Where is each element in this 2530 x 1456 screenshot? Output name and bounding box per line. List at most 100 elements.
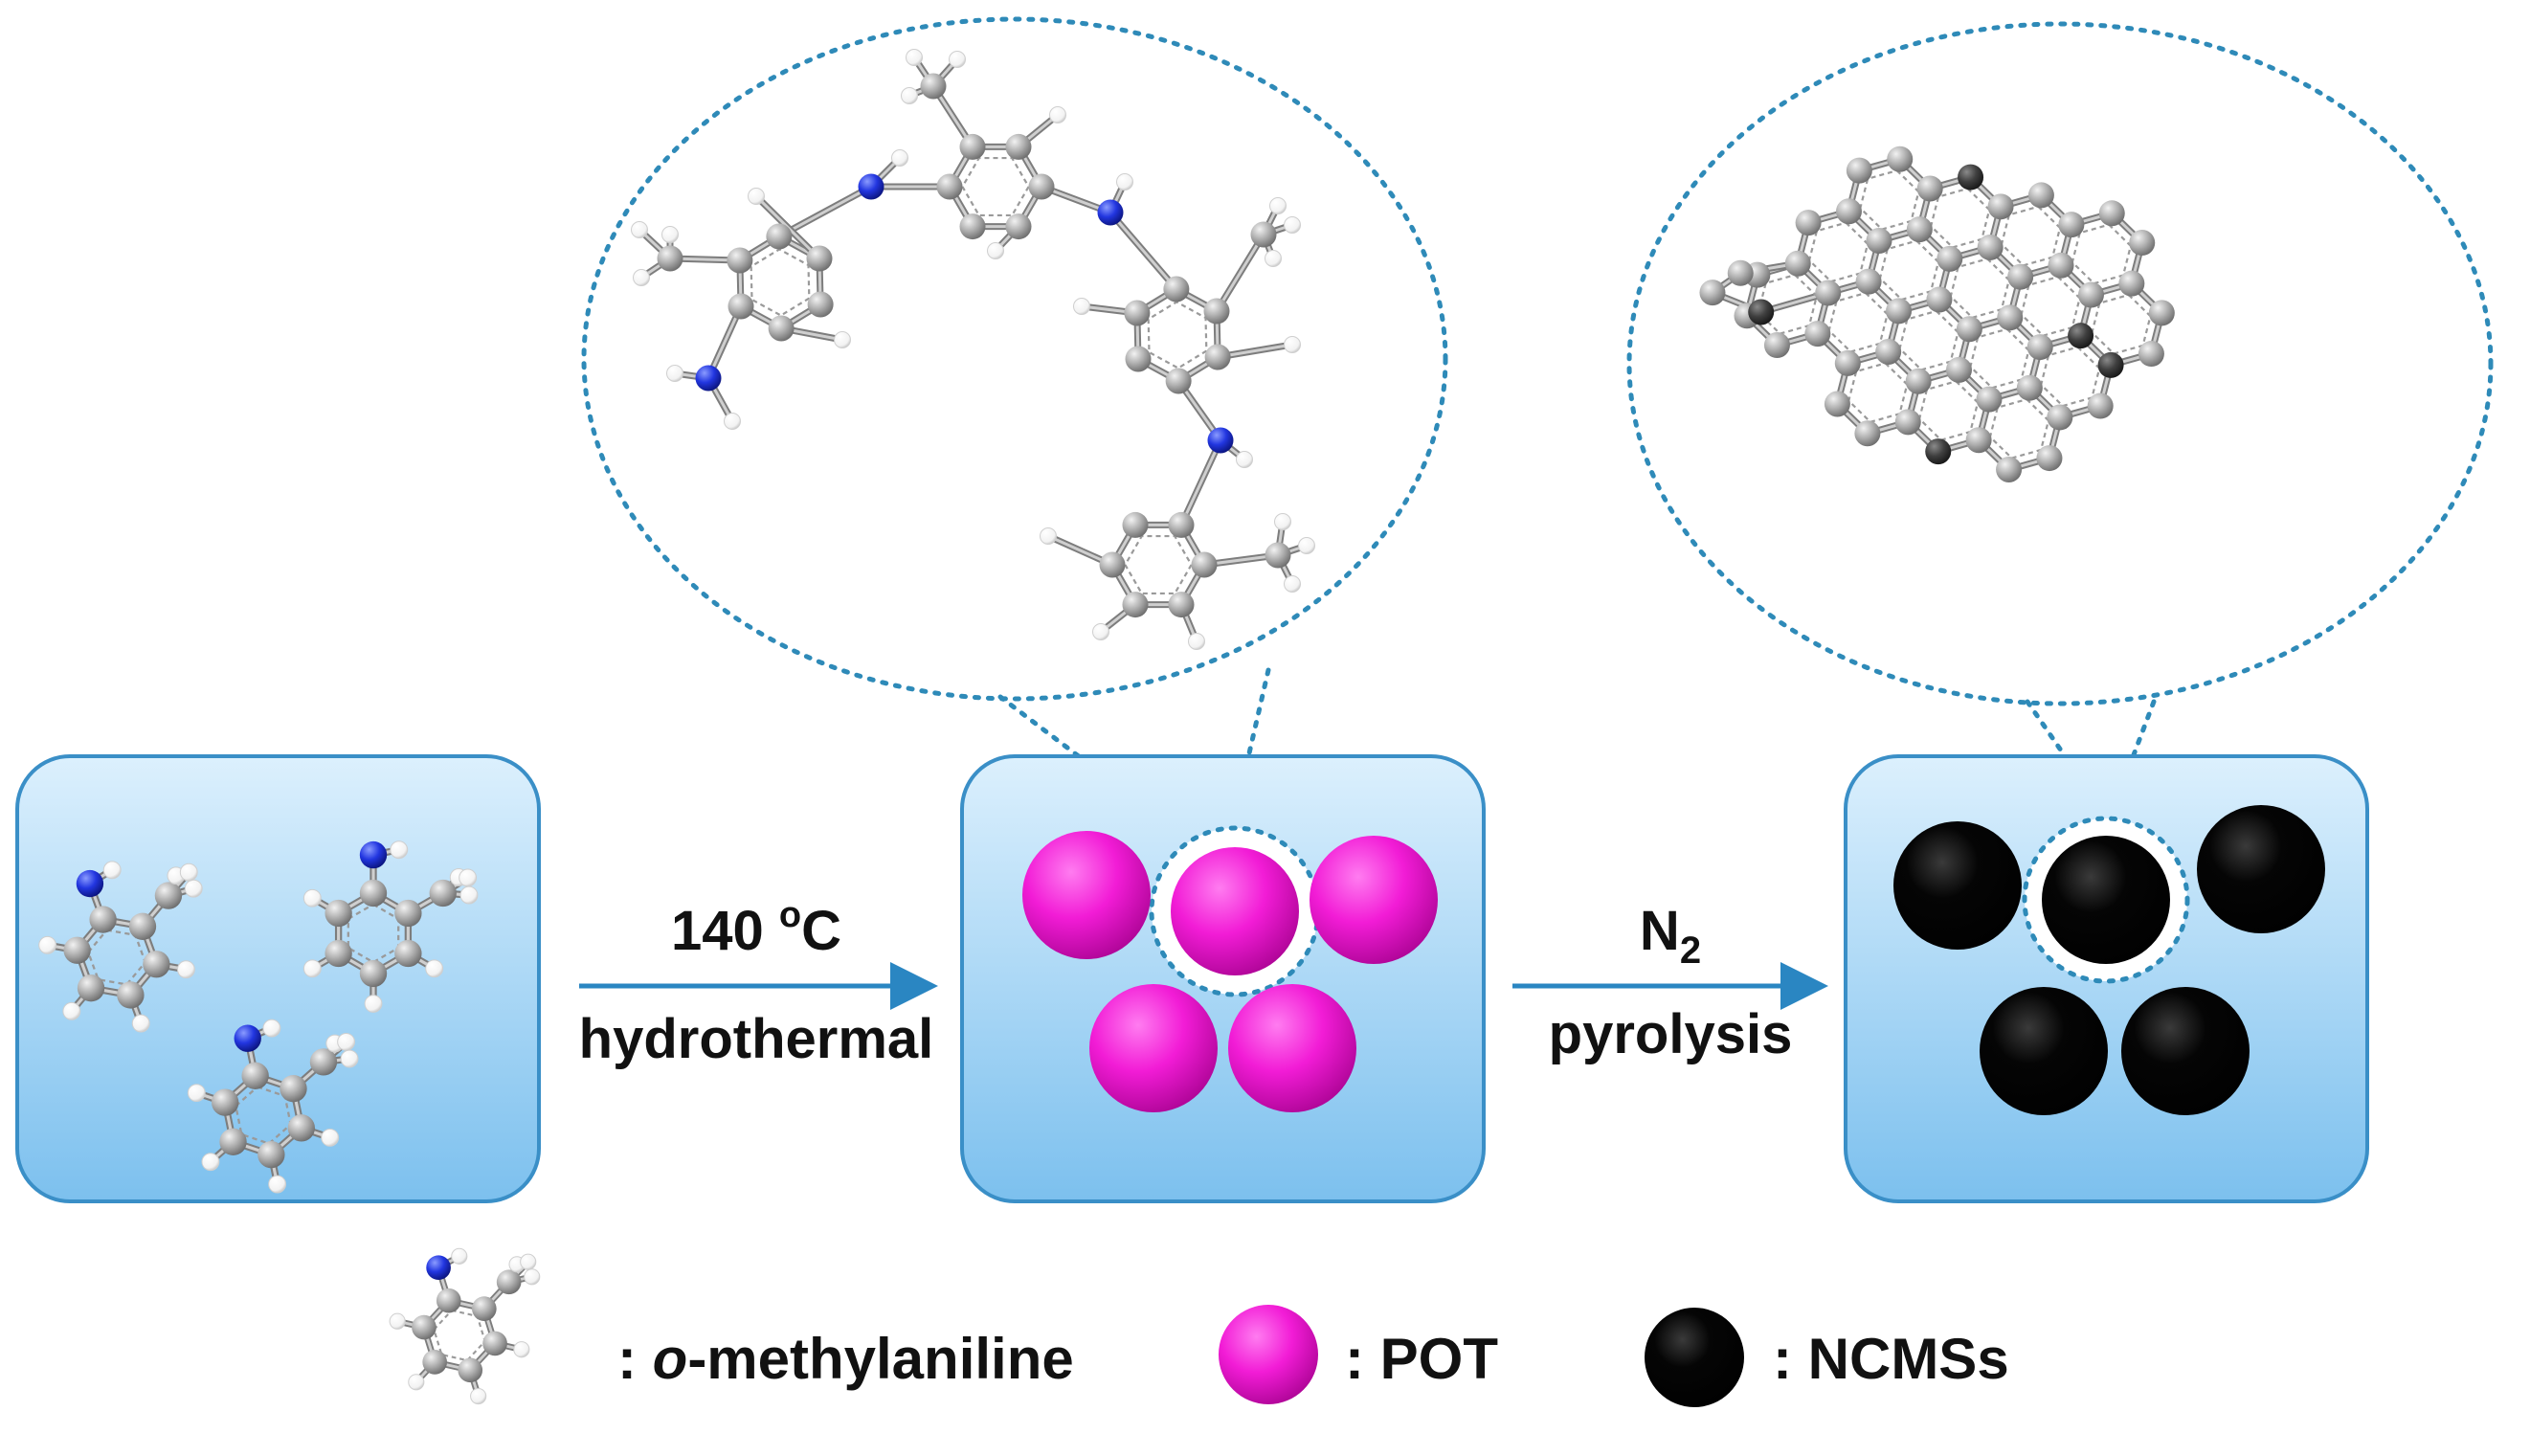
carbon-atom [496,1269,522,1295]
hydrogen-atom [1269,197,1287,214]
atoms [302,840,479,1013]
hydrothermal-label: hydrothermal [579,1008,934,1070]
carbon-atom [1887,146,1914,172]
hydrogen-atom [1236,451,1253,468]
step-hydrothermal: 140 oC hydrothermal [579,895,938,1070]
aromatic-ring [961,156,1030,217]
hydrogen-atom [633,269,650,286]
hydrogen-atom [262,1019,281,1038]
degree-superscript: o [779,895,801,935]
carbon-atom [959,213,986,240]
ncms-sphere [2197,805,2325,933]
legend-monomer-label: : o-methylaniline [617,1327,1074,1391]
carbon-atom [1168,511,1195,538]
atoms [1699,146,2175,482]
hydrogen-atom [520,1253,537,1270]
hydrogen-atom [1274,513,1291,530]
pot-sphere [1089,984,1218,1112]
carbon-atom [128,912,157,940]
aromatic-ring [1827,291,1889,353]
nitrogen-atom [695,365,722,392]
hydrogen-atom [459,868,478,887]
carbon-atom [154,882,183,909]
aromatic-ring [1949,258,2011,320]
hydrogen-atom [987,242,1004,259]
nitrogen-doped-atom [1958,164,1984,190]
carbon-atom [422,1350,448,1375]
carbon-atom [1866,227,1892,254]
legend-pot-label: : POT [1345,1327,1498,1391]
hydrogen-atom [184,879,203,898]
carbon-atom [1875,338,1902,365]
atoms [187,1019,359,1194]
aromatic-ring [2039,346,2101,408]
carbon-atom [2016,374,2043,401]
nitrogen-atom [1207,427,1234,454]
ncms-sphere [2121,987,2250,1115]
carbon-atom [806,245,833,272]
bond-highlight [706,304,743,380]
nitrogen-atom [1097,199,1124,226]
carbon-atom [325,939,352,968]
hydrogen-atom [834,331,851,348]
ncms-sphere [1893,821,2022,950]
carbon-atom [257,1140,285,1169]
hydrogen-atom [390,840,409,860]
nitrogen-subscript: 2 [1680,930,1701,972]
ncms-particles [1893,805,2325,1115]
carbon-atom [280,1075,307,1103]
carbon-atom [728,293,754,320]
atoms [389,1247,541,1405]
aromatic-ring [2020,276,2081,337]
aromatic-ring [1807,221,1870,283]
hydrogen-atom [302,888,322,907]
carbon-atom [2098,200,2125,227]
carbon-atom [63,936,91,964]
hydrogen-atom [321,1128,340,1147]
hydrogen-atom [661,226,679,243]
pot-sphere [1022,831,1151,959]
carbon-atom [1834,349,1861,376]
carbon-atom [1905,368,1932,394]
aromatic-ring [1929,187,1991,249]
legend-ncms-name: NCMSs [1808,1327,2009,1391]
pot-particles [1022,825,1438,1112]
hydrogen-atom [906,49,923,66]
hydrogen-atom [268,1175,287,1194]
carbon-atom [2036,445,2063,472]
carbon-atom [77,974,105,1002]
hydrogen-atom [340,1049,359,1068]
carbon-atom [1854,420,1881,447]
carbon-atom [807,291,834,318]
ncms-sphere [2042,836,2170,964]
hydrogen-atom [1116,173,1133,190]
carbon-atom [727,247,753,274]
legend-monomer-icon [389,1247,541,1405]
legend-monomer-name: -methylaniline [687,1327,1073,1391]
carbon-atom [936,173,963,200]
legend-pot-sphere [1219,1305,1318,1404]
monomer-molecules [38,840,479,1194]
ncms-sphere [1980,987,2108,1115]
carbon-atom [1122,511,1149,538]
carbon-atom [2027,182,2054,209]
nitrogen-symbol: N [1640,900,1680,962]
ncms-zoom-ellipse [1626,21,2494,706]
carbon-atom [1265,542,1291,569]
carbon-atom [2058,212,2085,238]
nitrogen-doped-atom [2097,351,2124,378]
bonds [1709,155,2165,473]
carbon-atom [1937,245,1963,272]
carbon-atom [241,1062,269,1090]
carbon-atom [287,1114,315,1142]
carbon-atom [959,133,986,160]
hydrogen-atom [470,1387,487,1405]
aromatic-ring [1878,239,1940,302]
legend-separator: : [1773,1327,1792,1391]
carbon-atom [2138,341,2164,368]
carbon-atom [1163,276,1190,302]
box-monomer [15,754,541,1203]
hydrogen-atom [1188,633,1205,650]
magnification-callouts [581,16,2494,838]
hydrogen-atom [1298,537,1315,554]
